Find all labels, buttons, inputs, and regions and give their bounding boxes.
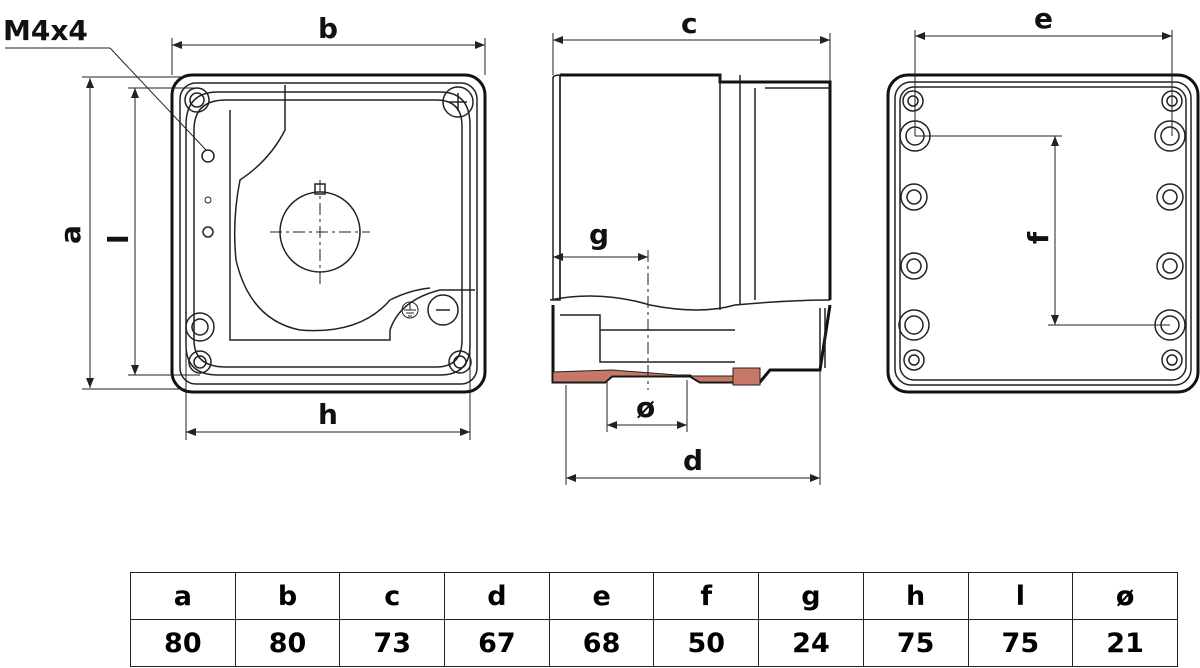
dim-label-l: l (102, 234, 135, 244)
table-header-cell: ø (1072, 572, 1178, 620)
table-cell: 73 (339, 619, 446, 667)
dim-label-b: b (318, 12, 338, 45)
mounting-holes (898, 90, 1186, 371)
table-header-row: a b c d e f g h l ø (130, 572, 1178, 620)
dim-label-g: g (589, 218, 609, 251)
table-cell: 80 (234, 619, 341, 667)
table-cell: 75 (862, 619, 969, 667)
dim-label-c: c (681, 7, 698, 40)
ground-screw (427, 294, 459, 326)
ground-symbol-icon (401, 301, 419, 319)
screw-hole (185, 312, 215, 342)
table-cell: 24 (758, 619, 864, 667)
screw-hole (188, 350, 212, 374)
table-cell: 80 (130, 619, 236, 667)
table-header-cell: d (444, 572, 550, 620)
lid-screw (442, 86, 474, 118)
table-cell: 67 (444, 619, 550, 667)
dim-label-dia: ø (636, 391, 655, 424)
table-header-cell: h (862, 572, 969, 620)
screw-hole (184, 87, 210, 113)
table-cell: 21 (1072, 619, 1178, 667)
table-header-cell: a (130, 572, 236, 620)
table-header-cell: c (339, 572, 446, 620)
side-view: c g ø d (549, 7, 832, 485)
dim-label-f: f (1022, 231, 1055, 244)
table-header-cell: l (967, 572, 1074, 620)
table-cell: 68 (548, 619, 655, 667)
table-header-cell: e (548, 572, 655, 620)
dim-label-a: a (54, 225, 87, 244)
dim-label-d: d (683, 444, 703, 477)
table-cell: 50 (653, 619, 760, 667)
table-header-cell: b (234, 572, 341, 620)
table-cell: 75 (967, 619, 1074, 667)
table-header-cell: f (653, 572, 760, 620)
dimension-table: a b c d e f g h l ø 80 80 73 67 68 50 24… (130, 572, 1178, 667)
table-row: 80 80 73 67 68 50 24 75 75 21 (130, 619, 1178, 667)
dim-label-h: h (318, 398, 338, 431)
label-thread: M4x4 (3, 14, 88, 47)
table-header-cell: g (758, 572, 864, 620)
front-view: M4x4 b a l h (3, 12, 487, 440)
screw-hole (448, 350, 472, 374)
back-view: e f (886, 2, 1200, 394)
dim-label-e: e (1034, 2, 1053, 35)
